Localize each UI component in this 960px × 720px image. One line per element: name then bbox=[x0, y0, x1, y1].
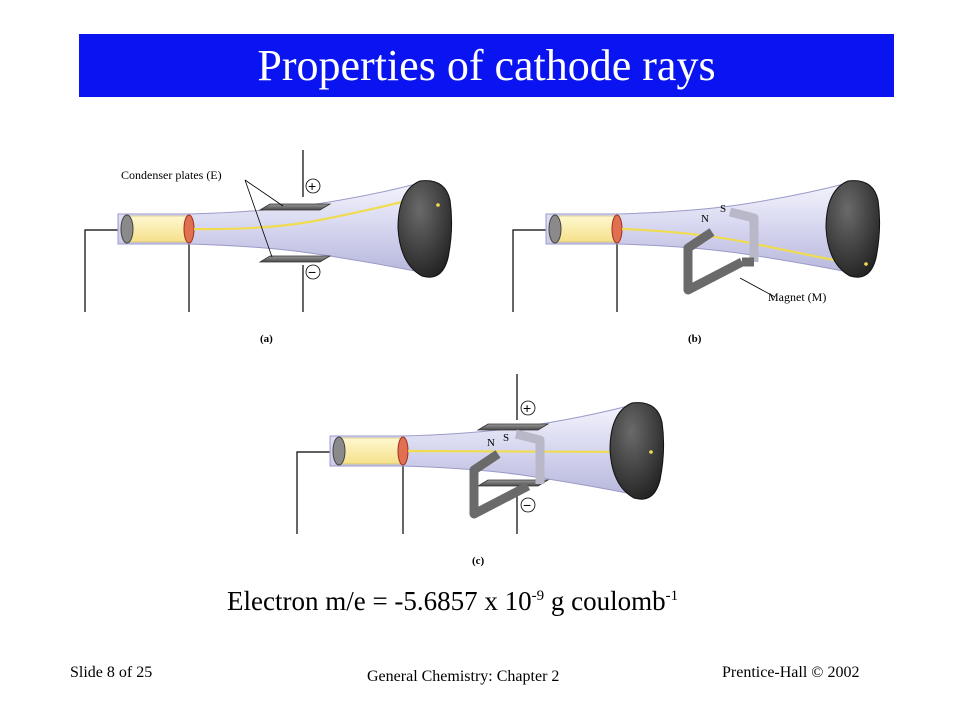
minus-sign-a: − bbox=[308, 264, 316, 280]
slide-number: Slide 8 of 25 bbox=[70, 664, 153, 681]
equation-middle: g coulomb bbox=[544, 586, 666, 616]
equation-exponent-2: -1 bbox=[665, 588, 679, 604]
plus-sign-c: + bbox=[523, 400, 531, 416]
minus-sign-c: − bbox=[523, 497, 531, 513]
north-pole-b: N bbox=[701, 213, 709, 225]
panel-label-b: (b) bbox=[688, 333, 702, 345]
north-pole-c: N bbox=[487, 437, 495, 449]
panel-label-a: (a) bbox=[260, 333, 273, 345]
panel-b-apparatus bbox=[512, 180, 881, 312]
panel-label-c: (c) bbox=[472, 555, 485, 567]
electron-mass-charge-equation: Electron m/e = -5.6857 x 10-9 g coulomb-… bbox=[227, 586, 678, 617]
south-pole-c: S bbox=[503, 432, 509, 444]
slide-title: Properties of cathode rays bbox=[257, 40, 716, 90]
equation-exponent-1: -9 bbox=[531, 588, 545, 604]
title-bar: Properties of cathode rays bbox=[79, 34, 894, 97]
course-name: General Chemistry: Chapter 2 bbox=[367, 668, 560, 685]
panel-c-apparatus bbox=[296, 374, 665, 534]
south-pole-b: S bbox=[720, 203, 726, 215]
publisher-copyright: Prentice-Hall © 2002 bbox=[722, 664, 860, 681]
magnet-label: Magnet (M) bbox=[768, 290, 826, 304]
plus-sign-a: + bbox=[308, 178, 316, 194]
panel-a-apparatus bbox=[84, 150, 453, 312]
condenser-plates-label: Condenser plates (E) bbox=[121, 168, 222, 182]
equation-prefix: Electron m/e = -5.6857 x 10 bbox=[227, 586, 532, 616]
